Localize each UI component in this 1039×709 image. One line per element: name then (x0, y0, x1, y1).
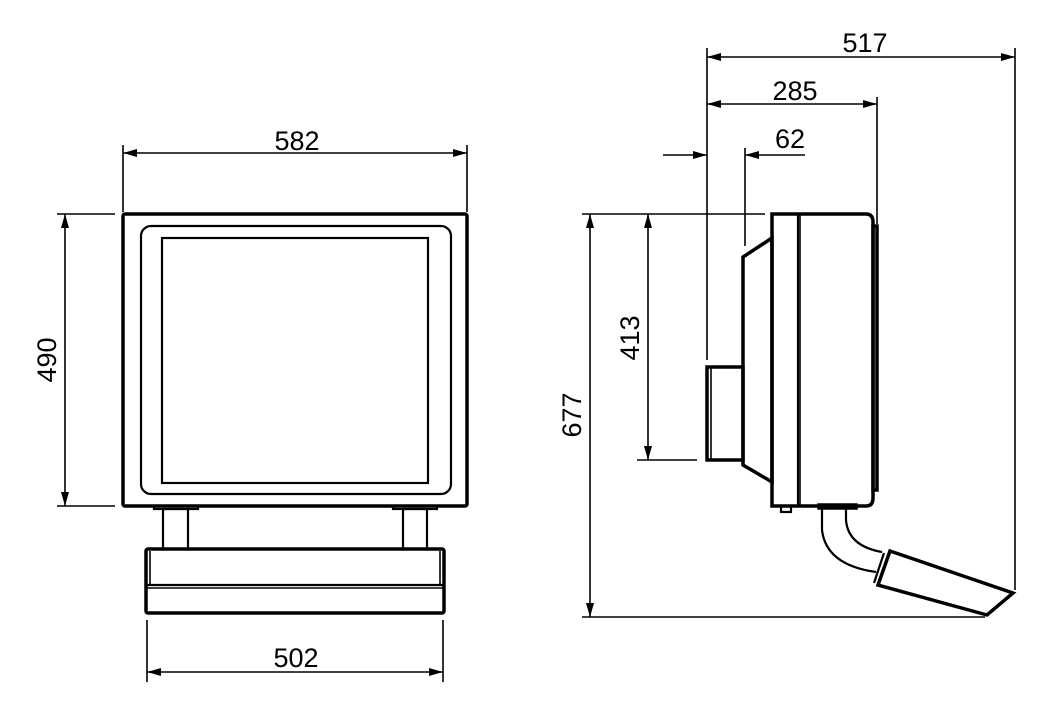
left-leg (161, 507, 190, 551)
side-housing (770, 212, 875, 508)
dimension-62: 62 (663, 124, 805, 246)
side-view (705, 212, 1017, 617)
dimension-label: 413 (615, 315, 645, 360)
dimension-label: 517 (842, 28, 887, 58)
cable (820, 509, 877, 574)
dimension-582: 582 (122, 126, 468, 212)
dimension-677: 677 (557, 214, 985, 618)
right-leg (401, 507, 429, 551)
dimension-label: 502 (273, 643, 318, 673)
dimension-label: 677 (557, 392, 587, 437)
dimension-517: 517 (706, 28, 1016, 590)
dimension-413: 413 (582, 213, 765, 461)
dimension-490: 490 (32, 213, 115, 507)
front-bezel (139, 224, 453, 496)
dimension-label: 62 (775, 124, 805, 154)
base (144, 547, 446, 615)
side-bezel (741, 234, 774, 486)
front-housing (121, 212, 469, 508)
dimension-285: 285 (707, 76, 878, 224)
dimension-label: 285 (772, 76, 817, 106)
cable-connector (875, 548, 1017, 617)
front-view (121, 212, 469, 615)
dimension-502: 502 (146, 620, 444, 682)
dimension-label: 490 (32, 337, 62, 382)
dimension-label: 582 (274, 126, 319, 156)
front-screen (160, 236, 430, 485)
mount-block (705, 365, 745, 462)
